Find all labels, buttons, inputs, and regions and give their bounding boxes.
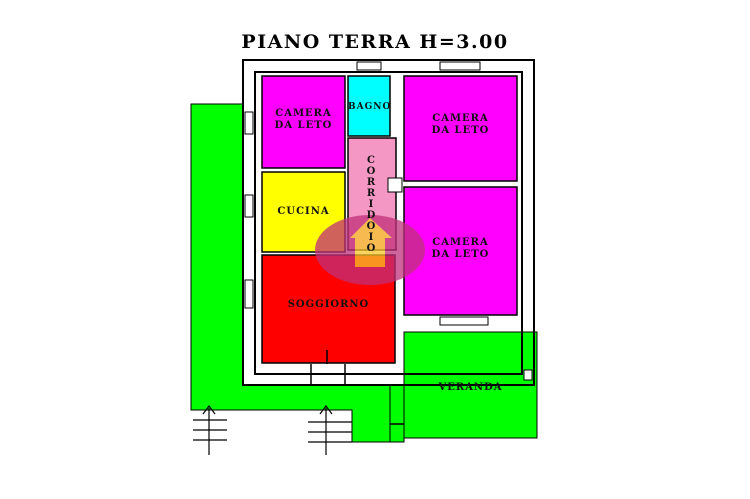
doors: [310, 350, 533, 425]
entrance-steps-left: [193, 405, 227, 455]
entrance-steps-center: [308, 405, 352, 455]
room-camera-ne: [403, 75, 518, 182]
label-soggiorno: SOGGIORNO: [287, 299, 370, 310]
label-camera-nw: CAMERA DA LETO: [274, 108, 333, 131]
exterior-wall: [242, 59, 535, 386]
label-corridoio: C O R R I D O I O: [366, 155, 376, 254]
plan-title: PIANO TERRA H=3.00: [241, 31, 509, 53]
watermark-logo-icon: [315, 215, 425, 285]
label-camera-ne: CAMERA DA LETO: [431, 113, 490, 136]
interior-wall-outline: [254, 71, 523, 375]
room-bagno: [347, 75, 391, 137]
label-veranda: VERANDA: [438, 382, 503, 393]
label-cucina: CUCINA: [277, 206, 330, 217]
label-bagno: BAGNO: [348, 102, 392, 112]
label-camera-e: CAMERA DA LETO: [431, 237, 490, 260]
window-marks: [244, 61, 489, 326]
room-camera-nw: [261, 75, 346, 169]
